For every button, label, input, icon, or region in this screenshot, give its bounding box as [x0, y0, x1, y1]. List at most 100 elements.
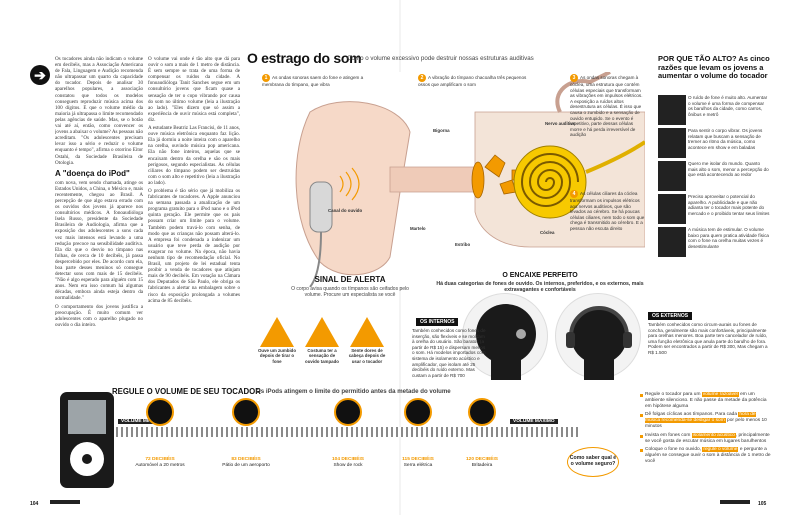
airplane-icon [232, 398, 260, 426]
step-text: A vibração do tímpano chacoalha três peq… [418, 75, 527, 87]
warning-icon [305, 317, 339, 347]
db-value: 115 DECIBÉIS [402, 457, 434, 462]
encaixe-title: O ENCAIXE PERFEITO [502, 272, 578, 279]
db-value: 120 DECIBÉIS [466, 457, 498, 462]
encaixe-subtitle: Há duas categorias de fones de ouvido. O… [436, 281, 644, 293]
page-number-left: 104 [30, 501, 39, 507]
eardrum-icon [471, 161, 485, 199]
step-number: 3 [570, 74, 578, 82]
tip-text: Invista em fones com [645, 432, 692, 438]
volume-min-label: VOLUME MÍNIMO [118, 419, 164, 424]
ipod-icon [60, 392, 114, 488]
tip-item: Coloque o fone no ouvido, regule o volum… [640, 447, 772, 464]
warning-icon [260, 317, 294, 347]
step-text: As células ciliares da cóclea transforma… [570, 191, 645, 231]
guitar-icon [334, 398, 362, 426]
step-number: 2 [418, 74, 426, 82]
sidebar-item: Quero me isolar do mundo. Quanto mais al… [658, 161, 774, 195]
earbud-icon [309, 181, 333, 233]
sidebar-item-text: O ruído de fone é muito alto. Aumentar o… [688, 95, 768, 117]
safety-tips: Regule o tocador para um volume razoável… [640, 392, 772, 468]
tip-highlight: volume razoável [701, 392, 739, 397]
infographic-subhead: Como o volume excessivo pode destruir no… [347, 55, 534, 62]
label-bigorna: Bigorna [433, 128, 450, 133]
isolation-icon [658, 161, 686, 191]
alert-sign: Sente dores de cabeça depois de usar o t… [348, 348, 386, 364]
tip-highlight: hora de música recomenda-se desligar o s… [645, 412, 756, 424]
tip-text: em um ambiente silencioso. E não passe d… [645, 392, 767, 409]
label-canal: Canal do ouvido [328, 208, 363, 213]
como-saber-bubble: Como saber qual é o volume seguro? [567, 447, 619, 477]
internos-photo [462, 293, 548, 380]
volume-band-subtitle: Os iPods atingem o limite do permitido a… [256, 388, 451, 395]
db-source: Britadeira [471, 462, 493, 468]
sidebar-item-text: A música tem de estimular. O volume baix… [688, 227, 769, 249]
warning-icon [350, 317, 384, 347]
tip-highlight: isolamento acústico [691, 432, 736, 438]
alert-sign: Ouve um zumbido depois de tirar o fone [257, 348, 297, 364]
tip-text: e pergunte a alguém se consegue ouvir o … [645, 447, 771, 464]
sidebar-title: POR QUE TÃO ALTO? As cinco razões que le… [658, 54, 770, 80]
tip-item: Dê folgas cíclicas aos tímpanos. Para ca… [640, 412, 772, 429]
vibration-icon [658, 128, 686, 158]
sidebar-item: Para sentir o corpo vibrar. Os jovens re… [658, 128, 774, 162]
footer-bar [720, 500, 750, 504]
cochlea-icon [513, 145, 587, 219]
sidebar-item: Preciso aproveitar o potencial do aparel… [658, 194, 774, 228]
volume-band-title: REGULE O VOLUME DE SEU TOCADOR [112, 387, 261, 396]
article-paragraph: A estudante Beatriz Las Francisi, de 11 … [148, 125, 240, 186]
db-source: Automóvel a 20 metros [135, 462, 185, 468]
tip-text: Dê folgas cíclicas aos tímpanos. Para ca… [645, 412, 739, 418]
internos-tag: OS INTERNOS [416, 318, 459, 326]
volume-bar [116, 427, 580, 437]
label-martelo: Martelo [410, 226, 426, 231]
db-source: Pátio de um aeroporto [222, 462, 270, 468]
label-coclea: Cóclea [540, 230, 555, 235]
article-paragraph: O problema é tão sério que já mobiliza o… [148, 187, 240, 304]
label-estribo: Estribo [455, 242, 471, 247]
sidebar-item: A música tem de estimular. O volume baix… [658, 227, 774, 261]
page-number-right: 105 [758, 501, 767, 507]
tip-highlight: regule o volume [702, 447, 739, 453]
article-column-1: Os tocadores ainda não indicam o volume … [55, 56, 143, 376]
jackhammer-icon [468, 398, 496, 426]
externos-photo [555, 293, 641, 380]
tip-text: Coloque o fone no ouvido, [645, 447, 703, 453]
article-paragraph: com nova, vem sendo chamada, atinge os E… [55, 179, 143, 302]
adaptation-icon [658, 227, 686, 257]
arrow-icon: ➔ [30, 65, 50, 85]
externos-tag: OS EXTERNOS [648, 312, 693, 320]
city-noise-icon [658, 95, 686, 125]
article-paragraph: O volume vai onde é tão alto que dá para… [148, 56, 240, 123]
sidebar-item-text: Para sentir o corpo vibrar. Os jovens re… [688, 128, 763, 150]
db-source: Show de rock [333, 462, 363, 468]
infographic-headline: O estrago do som [247, 50, 362, 66]
footer-bar [50, 500, 80, 504]
sidebar-item-text: Preciso aproveitar o potencial do aparel… [688, 194, 770, 216]
alert-section: SINAL DE ALERTA O corpo avisa quando os … [285, 275, 415, 298]
db-value: 104 DECIBÉIS [332, 457, 364, 462]
step-text: As ondas sonoras saem do fone e atingem … [262, 75, 364, 87]
db-value: 72 DECIBÉIS [145, 457, 175, 462]
article-column-2: O volume vai onde é tão alto que dá para… [148, 56, 240, 376]
step-number: 1 [262, 74, 270, 82]
alert-desc: O corpo avisa quando os tímpanos são cei… [291, 286, 409, 298]
ear-illustration [250, 72, 645, 287]
db-value: 83 DECIBÉIS [231, 457, 261, 462]
step-text: As ondas sonoras chegam à cóclea, uma es… [570, 75, 643, 138]
tip-text: , principalmente se você gosta de escuta… [645, 432, 770, 444]
tip-item: Regule o tocador para um volume razoável… [640, 392, 772, 409]
step-number: 4 [570, 190, 578, 198]
label-nervo: Nervo auditivo [545, 121, 576, 126]
chainsaw-icon [404, 398, 432, 426]
internos-text: Também conhecidos como fones de inserção… [412, 328, 486, 378]
volume-max-label: VOLUME MÁXIMO [510, 419, 558, 424]
